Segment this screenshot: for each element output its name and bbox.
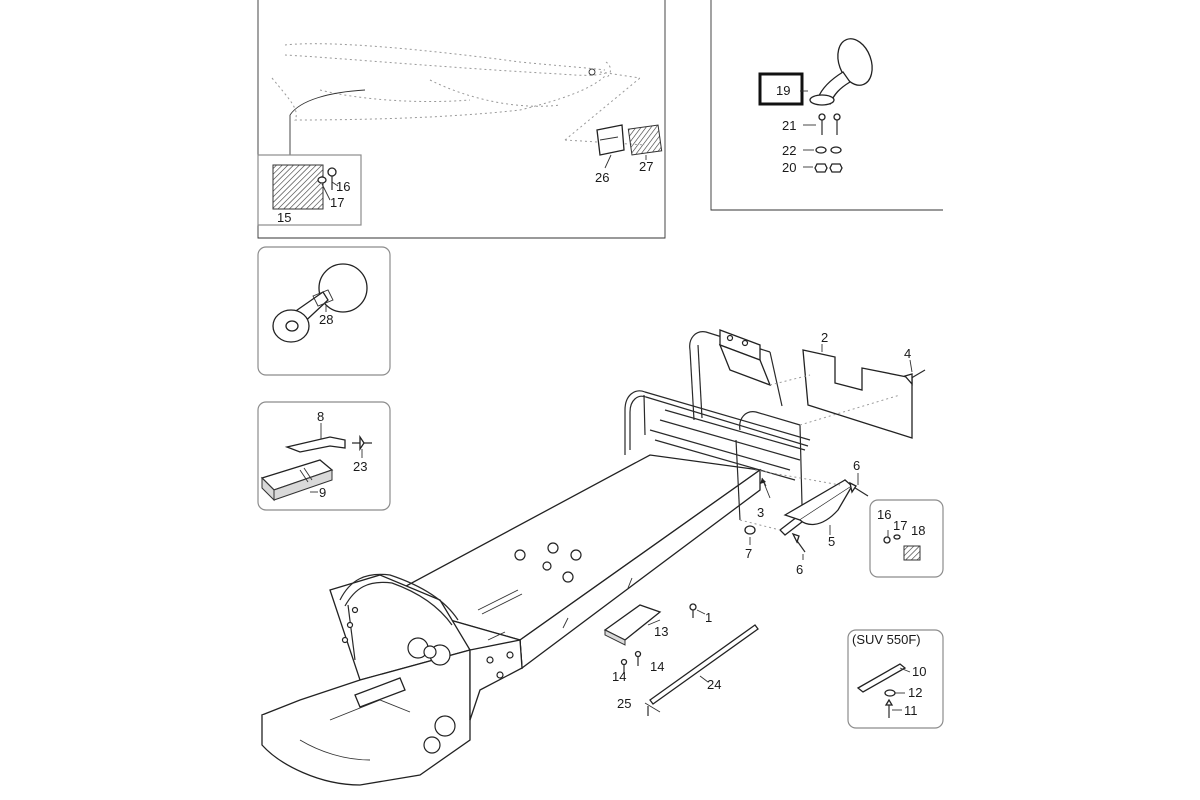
bracket-10-icon: [856, 663, 907, 693]
mud-flap-2: [769, 344, 913, 439]
label-12: 12: [908, 685, 922, 700]
label-21: 21: [782, 118, 796, 133]
bracket-icon: [596, 124, 625, 156]
suv-variant-panel: [847, 629, 944, 729]
label-6-bottom: 6: [796, 562, 803, 577]
bolts-6: [791, 473, 869, 560]
label-17-right: 17: [893, 518, 907, 533]
label-14-left: 14: [612, 669, 626, 684]
label-10: 10: [912, 664, 926, 679]
mirror-panel: [710, 0, 943, 211]
label-20: 20: [782, 160, 796, 175]
horn-icon: [318, 263, 368, 313]
label-22: 22: [782, 143, 796, 158]
label-1: 1: [705, 610, 712, 625]
label-19: 19: [776, 83, 790, 98]
chassis-frame: [261, 329, 811, 786]
reflector-15-icon: [272, 164, 324, 210]
label-6-top: 6: [853, 458, 860, 473]
label-23: 23: [353, 459, 367, 474]
label-24: 24: [707, 677, 721, 692]
screw-1: [689, 603, 706, 618]
label-9: 9: [319, 485, 326, 500]
label-5: 5: [828, 534, 835, 549]
label-3: 3: [757, 505, 764, 520]
label-4: 4: [904, 346, 911, 361]
horn-panel: [257, 246, 391, 376]
label-27: 27: [639, 159, 653, 174]
rivet-25: [644, 702, 661, 716]
hood-panel: [257, 0, 666, 239]
label-7: 7: [745, 546, 752, 561]
washer-7: [744, 525, 756, 535]
mirror-icon: [837, 38, 873, 86]
screws-14: [620, 650, 642, 674]
label-16-right: 16: [877, 507, 891, 522]
bracket-8-icon: [284, 436, 346, 453]
box-panel: [257, 401, 391, 511]
label-17-top: 17: [330, 195, 344, 210]
variant-note: (SUV 550F): [852, 632, 921, 647]
reflector-icon: [627, 124, 663, 156]
label-15: 15: [277, 210, 291, 225]
bolt-4: [903, 359, 926, 386]
label-18: 18: [911, 523, 925, 538]
rail-24: [649, 624, 759, 705]
label-2: 2: [821, 330, 828, 345]
rear-reflector-panel: [869, 499, 944, 578]
label-28: 28: [319, 312, 333, 327]
highlight-box-19: [758, 72, 804, 106]
label-26: 26: [595, 170, 609, 185]
box-9-icon: [273, 469, 333, 501]
label-14-right: 14: [650, 659, 664, 674]
guard-5: [739, 469, 854, 536]
label-11: 11: [904, 703, 918, 718]
label-8: 8: [317, 409, 324, 424]
label-16-top: 16: [336, 179, 350, 194]
label-25: 25: [617, 696, 631, 711]
label-13: 13: [654, 624, 668, 639]
